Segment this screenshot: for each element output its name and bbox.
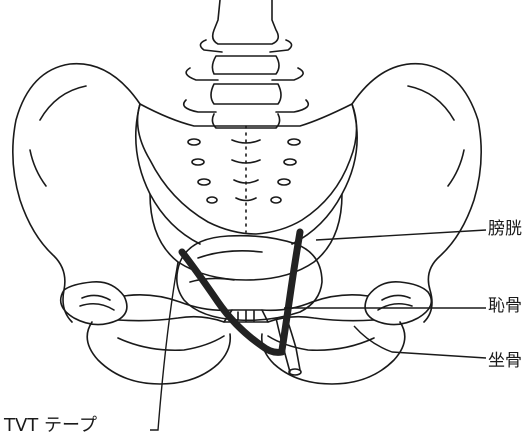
label-ischium: 坐骨 xyxy=(488,353,522,370)
lumbar-spine xyxy=(184,0,309,128)
right-ilium xyxy=(292,64,481,325)
label-pubis: 恥骨 xyxy=(488,298,522,315)
left-ilium xyxy=(13,64,200,325)
sacrum xyxy=(138,104,357,234)
label-tvt-tape: TVT テープ xyxy=(4,417,97,435)
label-bladder: 膀胱 xyxy=(488,221,522,238)
tvt-tape-bands xyxy=(182,232,300,352)
